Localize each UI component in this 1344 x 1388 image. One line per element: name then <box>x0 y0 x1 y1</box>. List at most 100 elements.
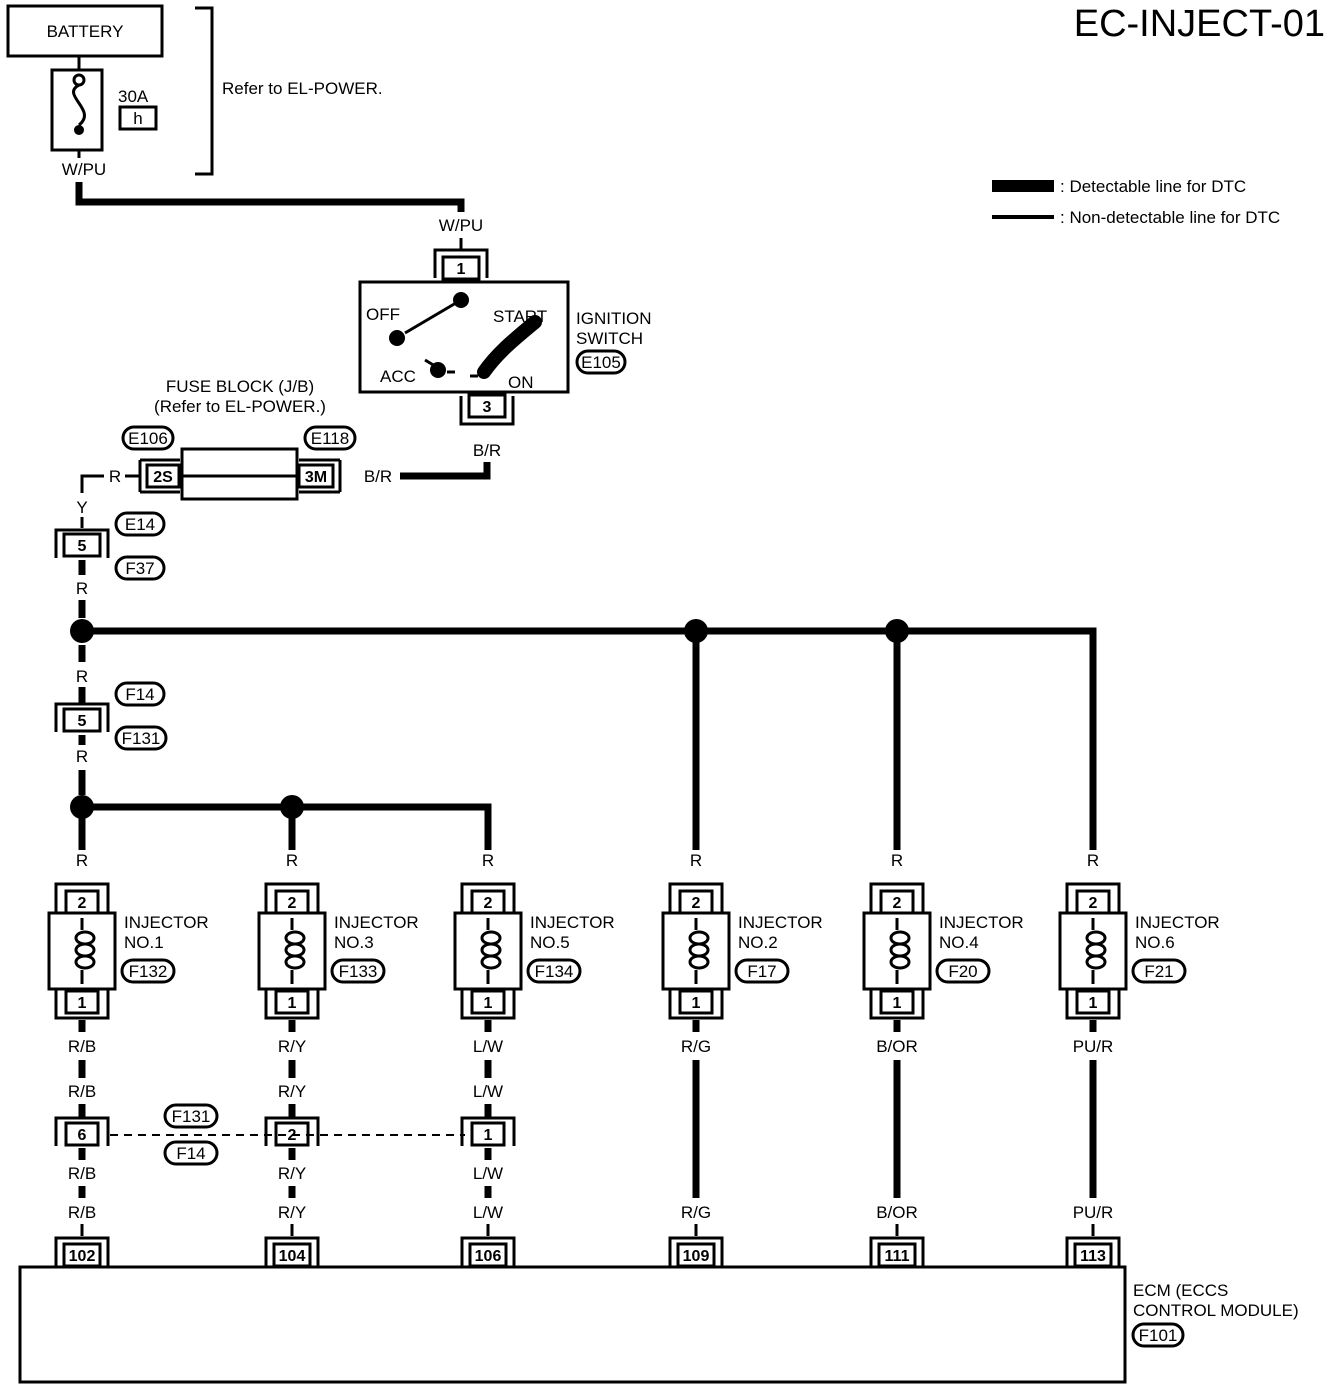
junction2-conn-top-badge: F14 <box>114 681 166 707</box>
wire-w-pu <box>75 182 465 212</box>
injector-name: INJECTOR <box>530 913 615 932</box>
injector-pin-bottom: 1 <box>1089 995 1098 1012</box>
legend-detectable-swatch <box>992 180 1054 192</box>
svg-text:3: 3 <box>483 399 492 416</box>
svg-text:F131: F131 <box>172 1107 211 1126</box>
wire-b-r <box>400 462 491 480</box>
coil-icon <box>284 918 306 984</box>
injector-number: NO.1 <box>124 933 164 952</box>
injector-column-2 <box>257 882 386 1268</box>
junction2-wire-top: R <box>76 667 88 686</box>
svg-text:E105: E105 <box>581 353 621 372</box>
fuse-block-conn-right-badge: E118 <box>303 425 357 451</box>
injector-connector-badge <box>120 958 176 984</box>
injector-wire: PU/R <box>1073 1037 1114 1056</box>
svg-text:1: 1 <box>457 261 466 278</box>
injector-supply-wire: R <box>76 851 88 870</box>
injector-pin-bottom: 1 <box>484 995 493 1012</box>
injector-pin-top: 2 <box>893 895 902 912</box>
injector-pin-bottom: 1 <box>288 995 297 1012</box>
refer-el-power: Refer to EL-POWER. <box>222 79 383 98</box>
ecm-pin: 104 <box>279 1248 306 1265</box>
injector-name: INJECTOR <box>334 913 419 932</box>
ignition-off: OFF <box>366 305 400 324</box>
injector-connector: F17 <box>747 962 776 981</box>
ecm-pin: 106 <box>475 1248 502 1265</box>
ignition-start: START <box>493 307 547 326</box>
injector-wire: R/G <box>681 1037 711 1056</box>
injector-connector-badge <box>935 958 991 984</box>
junction1-conn-top-badge: E14 <box>114 511 166 537</box>
injector-pin-bottom: 1 <box>893 995 902 1012</box>
injector-wire: R/B <box>68 1037 96 1056</box>
injector-wire: R/B <box>68 1164 96 1183</box>
injector-number: NO.6 <box>1135 933 1175 952</box>
svg-text:5: 5 <box>78 538 87 555</box>
injector-name: INJECTOR <box>939 913 1024 932</box>
legend-non-detectable-label: : Non-detectable line for DTC <box>1060 208 1280 227</box>
junction2-wire-bottom: R <box>76 747 88 766</box>
bus-sub <box>82 803 492 850</box>
fuse-block-conn-left-badge: E106 <box>121 425 175 451</box>
refer-bracket <box>195 6 214 176</box>
injector-pin-top: 2 <box>288 895 297 912</box>
coil-icon <box>480 918 502 984</box>
bus-main <box>82 627 1097 850</box>
injector-connector: F134 <box>535 962 574 981</box>
injector-wire: L/W <box>473 1037 503 1056</box>
injector-pin-top: 2 <box>484 895 493 912</box>
injector-wire: B/OR <box>876 1203 918 1222</box>
injector-connector: F132 <box>129 962 168 981</box>
injector-wire: R/Y <box>278 1164 306 1183</box>
svg-text:E14: E14 <box>125 515 155 534</box>
injector-wire: R/Y <box>278 1203 306 1222</box>
injector-connector: F133 <box>339 962 378 981</box>
svg-text:E118: E118 <box>311 429 349 448</box>
harness-conn-bottom-badge: F14 <box>163 1140 219 1166</box>
svg-text:2S: 2S <box>153 469 173 486</box>
junction2-conn-bottom-badge: F131 <box>114 725 168 751</box>
junction1-wire-top: Y <box>76 498 87 517</box>
coil-icon <box>889 918 911 984</box>
injector-wire: PU/R <box>1073 1203 1114 1222</box>
fuse-amp-label: 30A <box>118 87 149 106</box>
injector-column-6 <box>1058 882 1187 1268</box>
fuse-icon <box>50 68 104 152</box>
injector-number: NO.2 <box>738 933 778 952</box>
junction1-conn-bottom-badge: F37 <box>114 555 166 581</box>
injector-column-3 <box>453 882 582 1268</box>
injector-supply-wire: R <box>1087 851 1099 870</box>
ecm-name1: ECM (ECCS <box>1133 1281 1228 1300</box>
fuse-block-title2: (Refer to EL-POWER.) <box>154 397 326 416</box>
injector-wire: L/W <box>473 1164 503 1183</box>
injector-supply-wire: R <box>482 851 494 870</box>
battery-box <box>6 4 164 58</box>
ignition-pin-out: 3 <box>459 393 515 426</box>
ignition-connector-badge: E105 <box>575 349 627 375</box>
ignition-name2: SWITCH <box>576 329 643 348</box>
injector-name: INJECTOR <box>124 913 209 932</box>
injector-connector-badge <box>1131 958 1187 984</box>
injector-pin-top: 2 <box>692 895 701 912</box>
injector-wire: R/Y <box>278 1082 306 1101</box>
injector-name: INJECTOR <box>1135 913 1220 932</box>
fuse-block-title1: FUSE BLOCK (J/B) <box>166 377 314 396</box>
ignition-on: ON <box>508 373 534 392</box>
injector-connector-badge <box>734 958 790 984</box>
ecm-pin: 109 <box>683 1248 710 1265</box>
injector-pin-bottom: 1 <box>78 995 87 1012</box>
injector-wire: R/Y <box>278 1037 306 1056</box>
injector-wire: R/B <box>68 1203 96 1222</box>
ecm-connector-badge: F101 <box>1131 1322 1185 1348</box>
injector-column-1 <box>47 882 176 1268</box>
fuse-block-wire-right: B/R <box>364 467 392 486</box>
injector-number: NO.3 <box>334 933 374 952</box>
injector-supply-wire: R <box>690 851 702 870</box>
ignition-wire-out-label: B/R <box>473 441 501 460</box>
injector-column-4 <box>661 882 790 1268</box>
injector-number: NO.4 <box>939 933 979 952</box>
ecm-pin: 111 <box>885 1248 910 1265</box>
ecm-pin: 113 <box>1080 1248 1106 1265</box>
legend-detectable-label: : Detectable line for DTC <box>1060 177 1246 196</box>
